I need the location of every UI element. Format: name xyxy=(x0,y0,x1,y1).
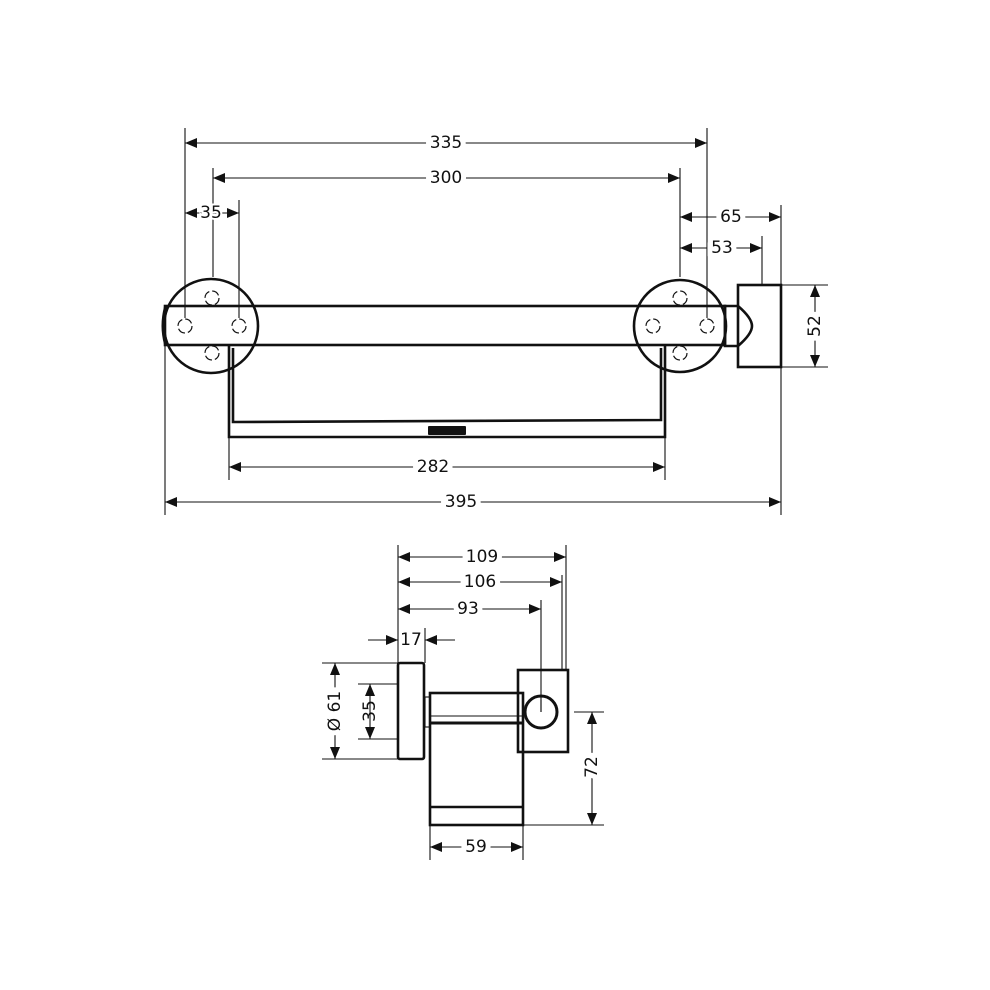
dim-106: 106 xyxy=(464,572,496,592)
dim-35: 35 xyxy=(200,203,222,223)
dim-35-inner: 35 xyxy=(360,700,380,722)
dim-17: 17 xyxy=(400,630,422,650)
dim-72: 72 xyxy=(582,756,602,778)
dim-diameter-61: Ø 61 xyxy=(325,691,345,731)
dim-335: 335 xyxy=(430,133,462,153)
side-holder-block xyxy=(516,668,570,754)
grab-bar xyxy=(163,304,727,347)
dim-109: 109 xyxy=(466,547,498,567)
mounting-holes xyxy=(177,290,715,361)
dim-59: 59 xyxy=(465,837,487,857)
side-holder-ring xyxy=(523,694,559,730)
shower-holder-block xyxy=(736,283,783,369)
front-view: 335 300 35 65 53 52 282 395 xyxy=(161,128,830,517)
side-rosette xyxy=(396,661,426,761)
side-view: 109 106 93 17 Ø 61 35 72 59 xyxy=(320,542,607,862)
dim-282: 282 xyxy=(417,457,449,477)
dim-65: 65 xyxy=(720,207,742,227)
tray-inner xyxy=(231,348,663,424)
dim-53: 53 xyxy=(711,238,733,258)
side-dimensions: 109 106 93 17 Ø 61 35 72 59 xyxy=(320,542,607,862)
bar-left-end xyxy=(161,306,168,345)
right-rosette xyxy=(632,278,728,374)
holder-joint xyxy=(723,304,754,348)
dim-93: 93 xyxy=(457,599,479,619)
dim-395: 395 xyxy=(445,492,477,512)
tray-outline xyxy=(227,345,667,439)
extension-lines xyxy=(164,128,828,515)
left-rosette xyxy=(162,277,260,375)
dim-300: 300 xyxy=(430,168,462,188)
tray-slot xyxy=(428,426,466,435)
side-tray-body xyxy=(428,691,525,827)
dim-52: 52 xyxy=(805,315,825,337)
